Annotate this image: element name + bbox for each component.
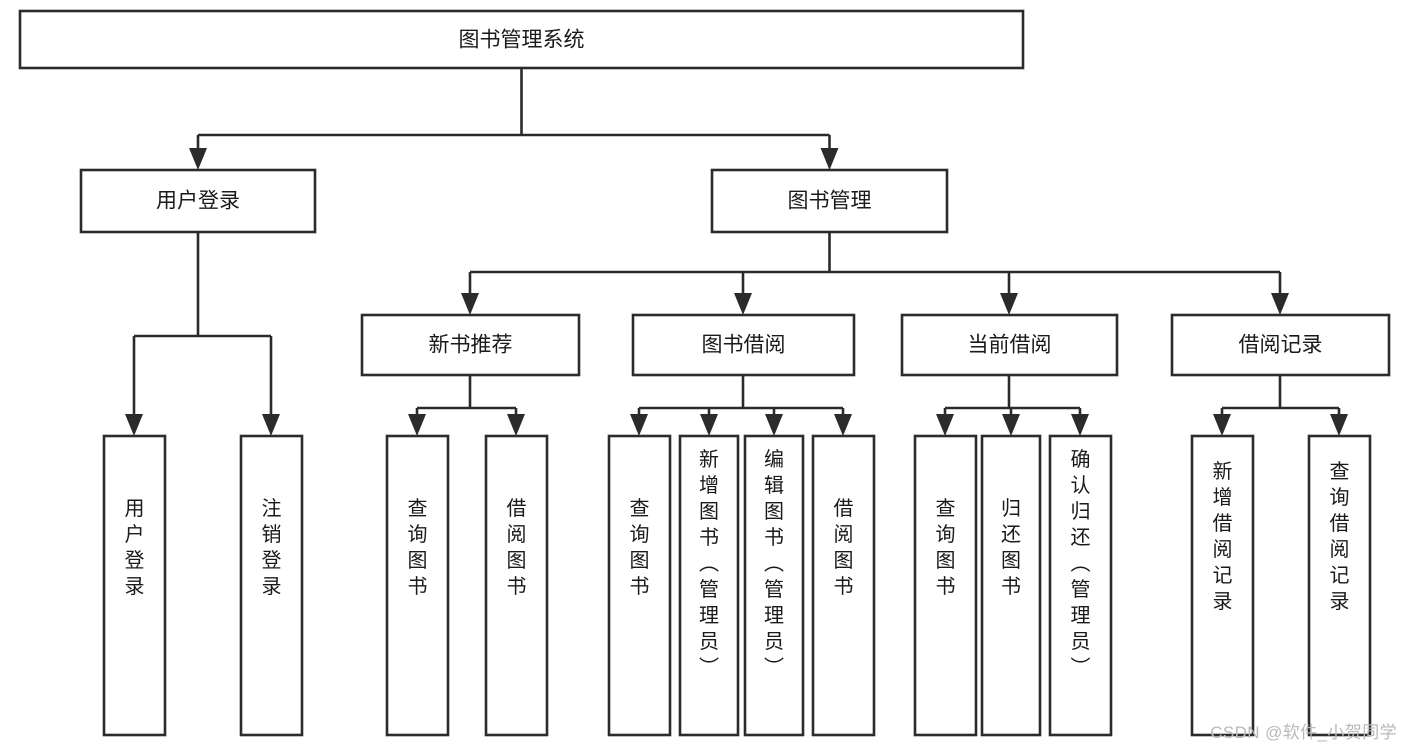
arrowhead-leaf-query-book-2 (630, 414, 648, 436)
node-root[interactable]: 图书管理系统 (18, 9, 1025, 70)
node-leaf-add-record[interactable] (1190, 434, 1255, 737)
node-leaf-borrow-book-2[interactable] (811, 434, 876, 737)
node-leaf-return-book-box[interactable] (980, 434, 1042, 737)
node-leaf-edit-book-label: 编辑图书︵管理员︶ (764, 448, 784, 679)
node-leaf-add-book-box[interactable] (678, 434, 740, 737)
node-leaf-query-book-1-box[interactable] (385, 434, 450, 737)
node-borrow-record[interactable]: 借阅记录 (1170, 313, 1391, 377)
node-leaf-query-book-3[interactable] (913, 434, 978, 737)
arrowhead-leaf-add-record (1213, 414, 1231, 436)
node-book-borrow[interactable]: 图书借阅 (631, 313, 856, 377)
node-borrow-record-label: 借阅记录 (1239, 334, 1323, 357)
node-leaf-query-book-1-label: 查询图书 (408, 497, 428, 598)
node-leaf-query-record-box[interactable] (1307, 434, 1372, 737)
leaf-layer: 用户登录 注销登录 查询图书 借阅图书 查询图书 新增图书︵管理员︶ 编辑图书︵… (102, 434, 1372, 737)
node-root-label: 图书管理系统 (459, 29, 585, 52)
node-leaf-borrow-book-1-label: 借阅图书 (507, 497, 527, 598)
node-book-management-label: 图书管理 (788, 190, 872, 213)
connector-layer (125, 68, 1348, 436)
arrowhead-leaf-add-book (700, 414, 718, 436)
node-book-management[interactable]: 图书管理 (710, 168, 949, 234)
node-current-borrow-label: 当前借阅 (968, 334, 1052, 357)
arrowhead-leaf-borrow-book-1 (507, 414, 525, 436)
arrowhead-leaf-query-book-3 (936, 414, 954, 436)
arrowhead-leaf-return-book (1002, 414, 1020, 436)
arrowhead-borrow-record (1271, 293, 1289, 315)
node-book-borrow-box[interactable] (631, 313, 856, 377)
node-book-borrow-label: 图书借阅 (702, 334, 786, 357)
node-leaf-logout-login-label: 注销登录 (262, 497, 282, 598)
node-borrow-record-box[interactable] (1170, 313, 1391, 377)
node-leaf-borrow-book-1-box[interactable] (484, 434, 549, 737)
node-new-book-recommend[interactable]: 新书推荐 (360, 313, 581, 377)
node-leaf-query-book-2-box[interactable] (607, 434, 672, 737)
arrowhead-user-login (189, 148, 207, 170)
node-leaf-logout-login-box[interactable] (239, 434, 304, 737)
node-leaf-confirm-return[interactable] (1048, 434, 1113, 737)
node-leaf-query-book-2-label: 查询图书 (630, 497, 650, 598)
node-leaf-user-login[interactable] (102, 434, 167, 737)
node-leaf-query-record-label: 查询借阅记录 (1330, 460, 1350, 613)
node-leaf-add-record-box[interactable] (1190, 434, 1255, 737)
node-new-book-recommend-box[interactable] (360, 313, 581, 377)
node-leaf-confirm-return-label: 确认归还︵管理员︶ (1071, 448, 1091, 679)
node-leaf-borrow-book-1[interactable] (484, 434, 549, 737)
arrowhead-leaf-query-book-1 (408, 414, 426, 436)
node-leaf-confirm-return-box[interactable] (1048, 434, 1113, 737)
node-root-box[interactable] (18, 9, 1025, 70)
node-leaf-add-record-label: 新增借阅记录 (1213, 460, 1233, 613)
node-leaf-edit-book-box[interactable] (743, 434, 805, 737)
arrowhead-current-borrow (1000, 293, 1018, 315)
arrowhead-leaf-user-login (125, 414, 143, 436)
node-leaf-query-book-2[interactable] (607, 434, 672, 737)
node-leaf-edit-book[interactable] (743, 434, 805, 737)
arrowhead-new-book-recommend (461, 293, 479, 315)
node-current-borrow-box[interactable] (900, 313, 1119, 377)
node-leaf-query-record[interactable] (1307, 434, 1372, 737)
node-leaf-query-book-3-label: 查询图书 (936, 497, 956, 598)
node-leaf-borrow-book-2-box[interactable] (811, 434, 876, 737)
arrowhead-leaf-borrow-book-2 (834, 414, 852, 436)
node-user-login-label: 用户登录 (156, 190, 240, 213)
node-leaf-user-login-box[interactable] (102, 434, 167, 737)
arrowhead-leaf-edit-book (765, 414, 783, 436)
node-leaf-return-book-label: 归还图书 (1001, 497, 1021, 598)
node-leaf-user-login-label: 用户登录 (125, 498, 145, 598)
node-book-management-box[interactable] (710, 168, 949, 234)
node-leaf-add-book[interactable] (678, 434, 740, 737)
node-current-borrow[interactable]: 当前借阅 (900, 313, 1119, 377)
node-user-login-box[interactable] (79, 168, 317, 234)
node-new-book-recommend-label: 新书推荐 (429, 334, 513, 357)
arrowhead-book-borrow (734, 293, 752, 315)
node-leaf-query-book-1[interactable] (385, 434, 450, 737)
node-leaf-query-book-3-box[interactable] (913, 434, 978, 737)
node-leaf-logout-login[interactable] (239, 434, 304, 737)
arrowhead-book-management (820, 148, 839, 170)
node-user-login[interactable]: 用户登录 (79, 168, 317, 234)
node-leaf-borrow-book-2-label: 借阅图书 (834, 497, 854, 598)
node-leaf-add-book-label: 新增图书︵管理员︶ (699, 448, 719, 679)
arrowhead-leaf-query-record (1330, 414, 1348, 436)
arrowhead-leaf-confirm-return (1071, 414, 1089, 436)
node-leaf-return-book[interactable] (980, 434, 1042, 737)
arrowhead-leaf-logout-login (262, 414, 280, 436)
